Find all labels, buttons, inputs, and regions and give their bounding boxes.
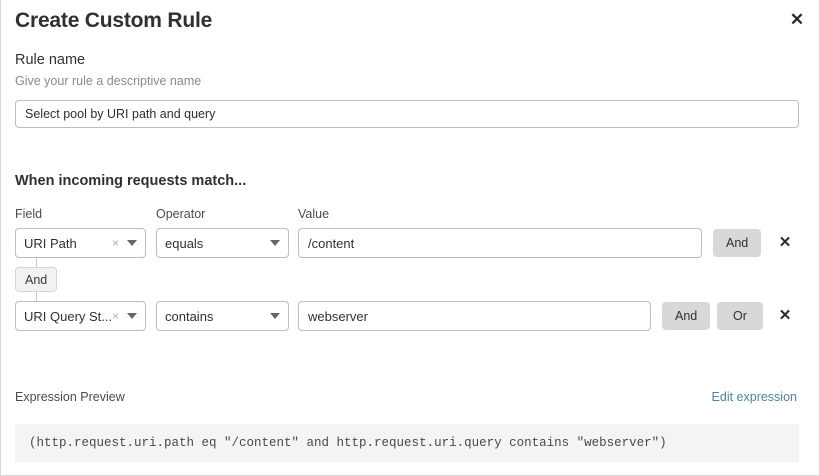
expression-preview-label: Expression Preview: [15, 390, 125, 404]
chevron-down-icon: [270, 240, 280, 246]
rule-name-hint: Give your rule a descriptive name: [15, 74, 202, 88]
and-button-row-2[interactable]: And: [662, 302, 711, 330]
and-connector-badge[interactable]: And: [15, 267, 58, 292]
delete-row-icon[interactable]: ✕: [776, 301, 794, 329]
operator-select-2-value: contains: [165, 308, 214, 324]
condition-row: URI Path × equals And ✕: [1, 228, 819, 258]
edit-expression-link[interactable]: Edit expression: [711, 390, 797, 404]
chevron-down-icon: [127, 240, 137, 246]
or-button-row-2[interactable]: Or: [717, 302, 763, 330]
column-header-operator: Operator: [156, 207, 206, 221]
field-select-2[interactable]: URI Query St... ×: [15, 301, 146, 331]
operator-select-1[interactable]: equals: [156, 228, 289, 258]
delete-row-icon[interactable]: ✕: [776, 228, 794, 256]
field-select-1[interactable]: URI Path ×: [15, 228, 146, 258]
chevron-down-icon: [270, 313, 280, 319]
close-icon[interactable]: ✕: [784, 6, 810, 32]
operator-select-1-value: equals: [165, 235, 204, 251]
field-select-1-value: URI Path: [24, 235, 77, 251]
clear-icon[interactable]: ×: [111, 236, 119, 250]
chevron-down-icon: [127, 313, 137, 319]
rule-name-label: Rule name: [15, 52, 86, 68]
match-section-heading: When incoming requests match...: [15, 173, 247, 189]
value-input-1[interactable]: [298, 228, 702, 258]
clear-icon[interactable]: ×: [111, 309, 119, 323]
value-input-2[interactable]: [298, 301, 651, 331]
expression-preview-code: (http.request.uri.path eq "/content" and…: [15, 424, 799, 462]
column-header-field: Field: [15, 207, 43, 221]
and-button-row-1[interactable]: And: [713, 229, 762, 257]
condition-row: URI Query St... × contains And Or ✕: [1, 301, 819, 331]
operator-select-2[interactable]: contains: [156, 301, 289, 331]
rule-name-input[interactable]: [15, 100, 799, 128]
column-header-value: Value: [298, 207, 330, 221]
dialog-title: Create Custom Rule: [15, 9, 213, 32]
field-select-2-value: URI Query St...: [24, 308, 112, 324]
